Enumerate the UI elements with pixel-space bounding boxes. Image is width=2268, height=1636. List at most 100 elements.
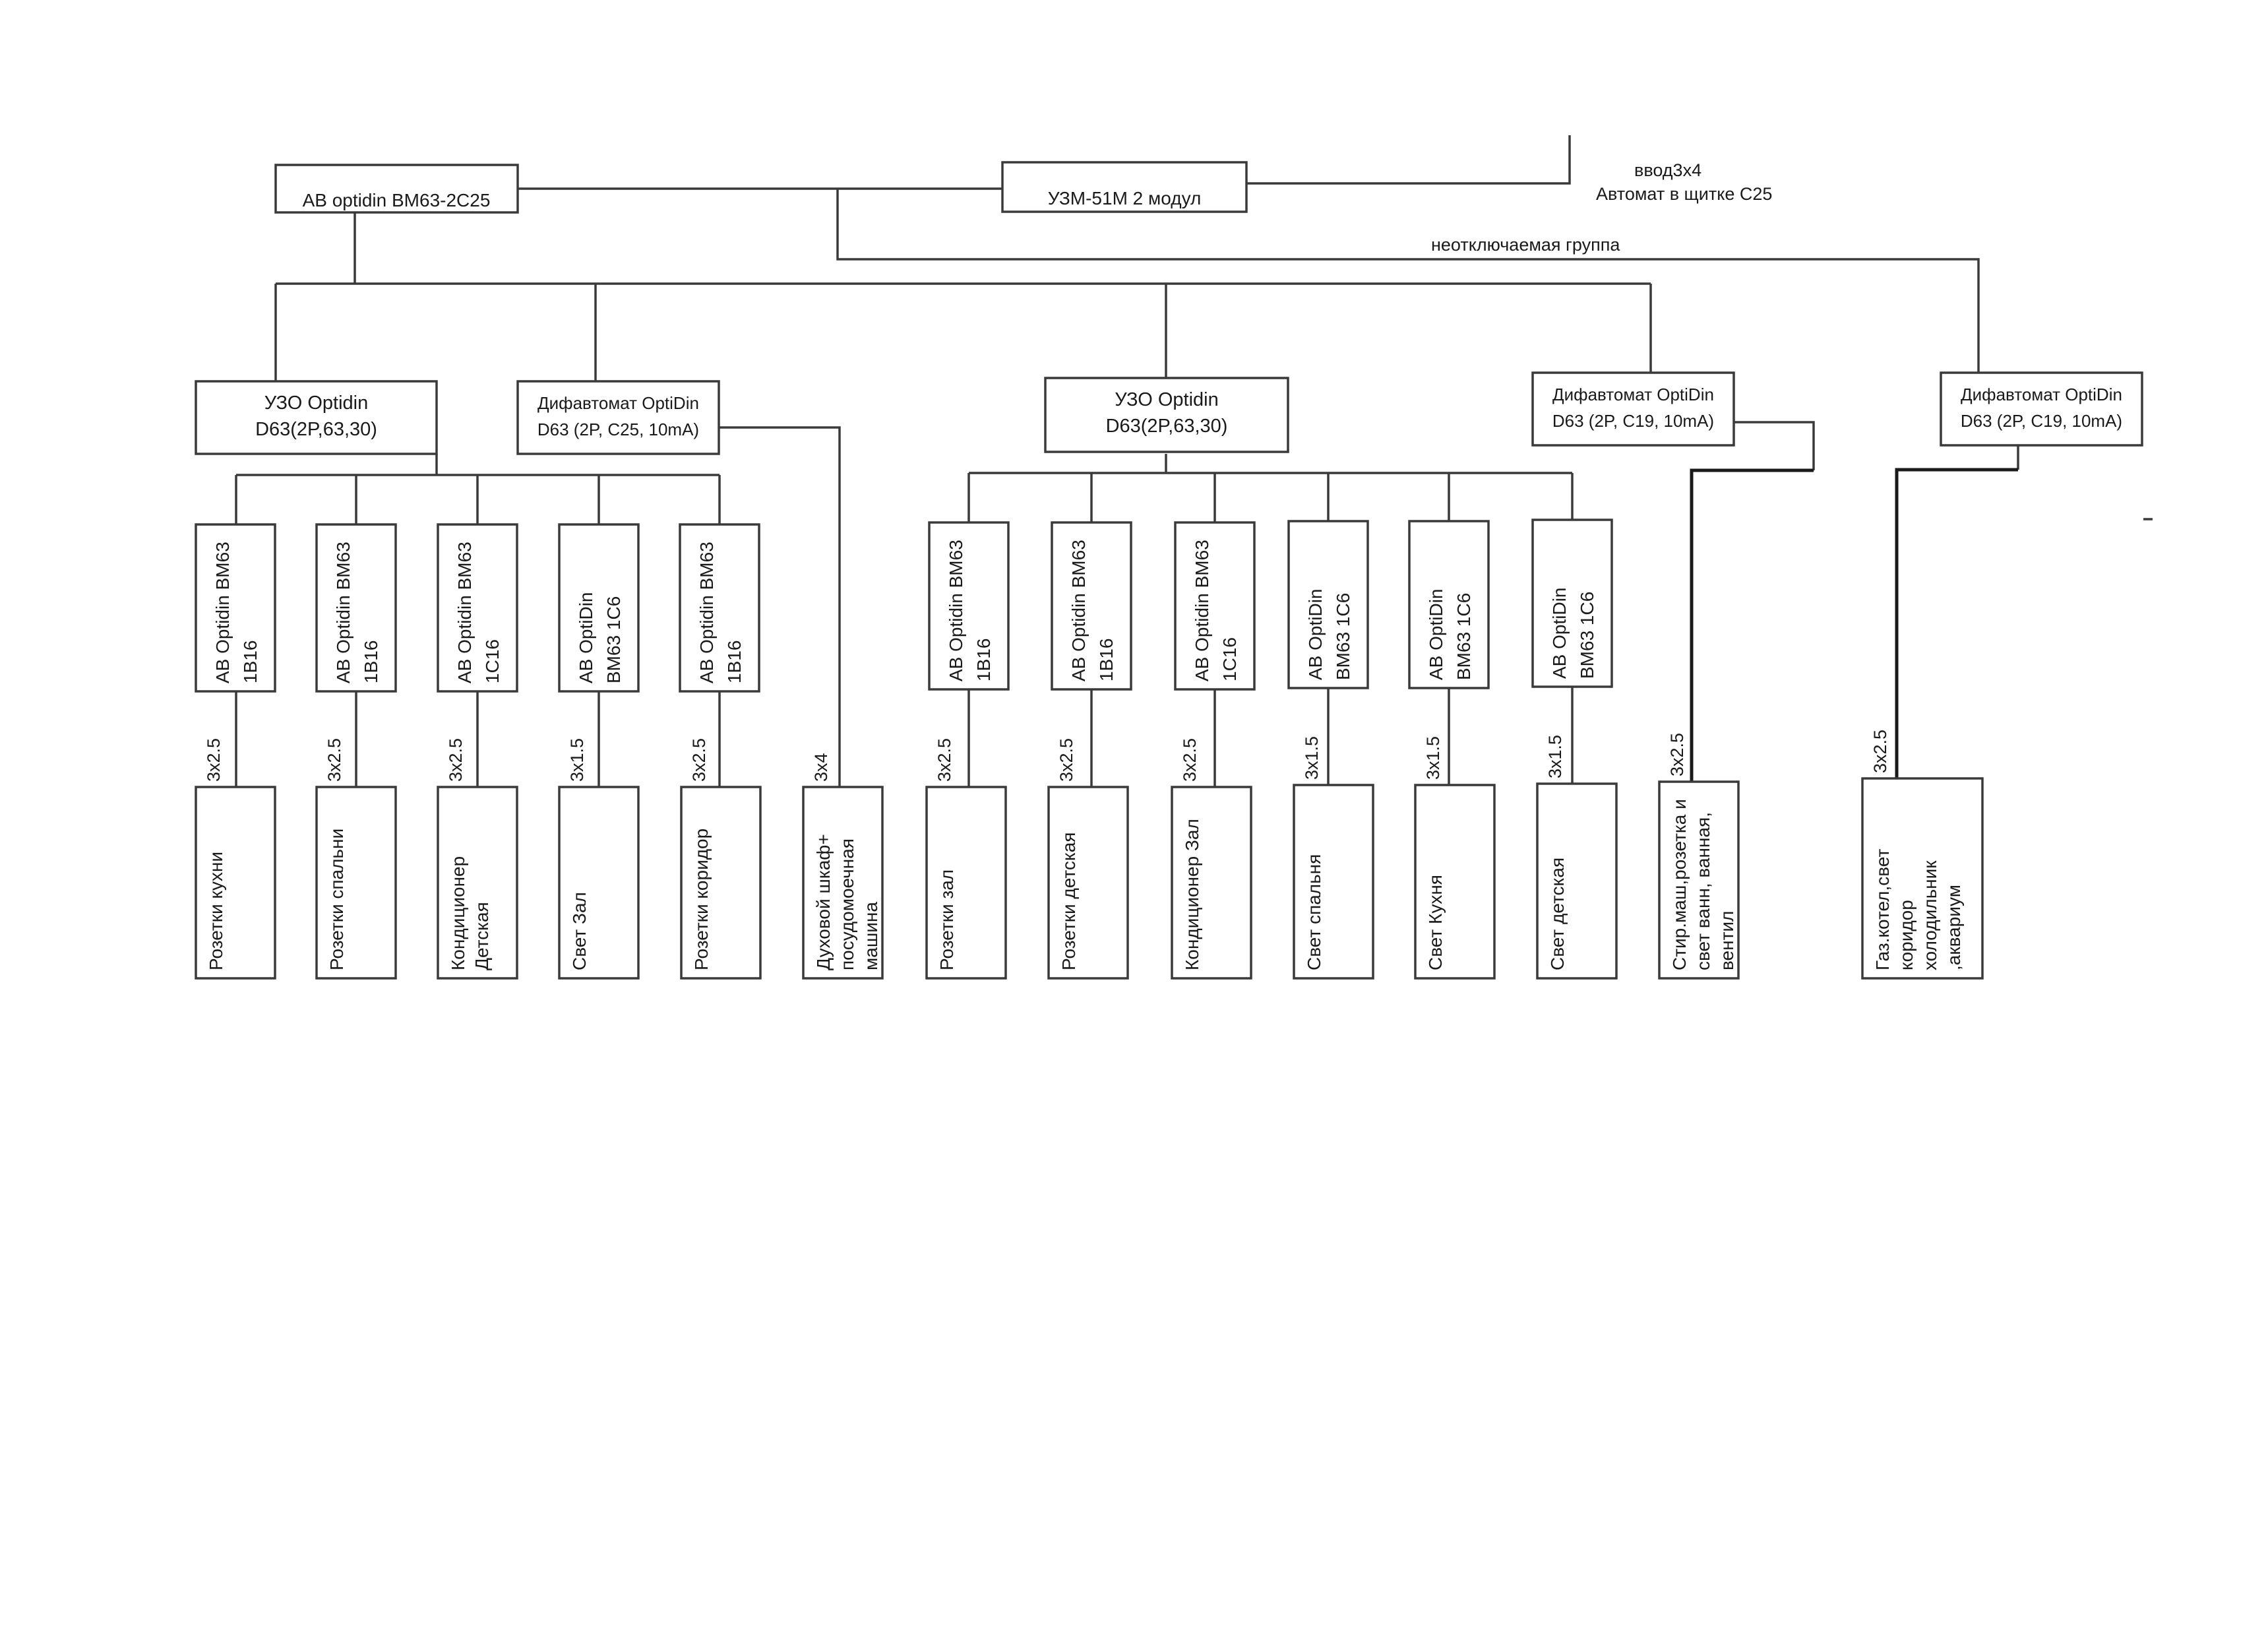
load-box [1047, 786, 1129, 980]
breaker-name: АВ Optidin ВМ63 [696, 542, 717, 683]
group-device-spec: D63(2P,63,30) [1106, 416, 1228, 437]
breaker-box [679, 523, 760, 693]
breaker-name: АВ OptiDin [576, 592, 596, 684]
cable-label: 3х1.5 [1302, 736, 1322, 780]
load-label: машина [861, 902, 881, 970]
cable-label: 3х2.5 [935, 738, 954, 782]
main-breaker-box [274, 164, 519, 214]
uzm-label: УЗМ-51М 2 модул [1048, 188, 1202, 208]
supply-info: ввод3х4 Автомат в щитке С25 [1596, 160, 1772, 204]
load-box [1293, 784, 1374, 980]
load-label: посудомоечная [837, 838, 857, 970]
breaker-load-drops [235, 686, 1574, 787]
load-box [1536, 782, 1618, 980]
breaker-name: АВ Optidin ВМ63 [1068, 540, 1089, 681]
load-label: Стир.маш,розетка и [1669, 799, 1690, 970]
cable-label: 3х2.5 [1667, 733, 1687, 776]
breaker-rating: ВМ63 1С6 [1454, 593, 1474, 680]
breaker-box [195, 523, 276, 693]
cable-label: 3х2.5 [1180, 738, 1200, 782]
dif3-feed-wire-bold [1895, 468, 2018, 778]
load-box [315, 786, 397, 980]
group-device-name: УЗО Optidin [264, 393, 368, 414]
load-label: Свет детская [1547, 858, 1568, 970]
breaker-name: АВ Optidin ВМ63 [212, 542, 233, 683]
load-box [558, 786, 640, 980]
breaker-box [437, 523, 518, 693]
non-switchable-wire [836, 189, 1980, 373]
breaker-rating: 1В16 [361, 641, 381, 683]
load-label: Свет спальня [1304, 854, 1324, 970]
breaker-name: АВ OptiDin [1549, 588, 1570, 679]
load-box [1658, 780, 1740, 980]
non-switchable-label: неотключаемая группа [1431, 235, 1620, 255]
load-box [680, 786, 762, 980]
distribution-bus [274, 211, 1652, 381]
load-label: Духовой шкаф+ [813, 834, 834, 970]
breaker-rating: 1В16 [724, 641, 745, 683]
group-device-name: Дифавтомат OptiDin [537, 393, 699, 413]
rcd2-bus [967, 454, 1574, 522]
supply-line-2: Автомат в щитке С25 [1596, 184, 1772, 204]
cable-label: 3х2.5 [324, 738, 344, 782]
breaker-name: АВ Optidin ВМ63 [1192, 540, 1212, 681]
load-label: Розетки кухни [206, 852, 226, 970]
breaker-rating: 1В16 [973, 639, 994, 681]
group-device-name: Дифавтомат OptiDin [1552, 385, 1714, 404]
load-label: вентил [1717, 911, 1737, 970]
breakers: АВ Optidin ВМ63 1В16 АВ Optidin ВМ63 1В16 АВ… [195, 519, 1613, 693]
breaker-box [1408, 520, 1490, 689]
breaker-name: АВ Optidin ВМ63 [333, 542, 353, 683]
cable-label: 3х2.5 [1057, 738, 1076, 782]
group-device-name: Дифавтомат OptiDin [1961, 385, 2122, 404]
breaker-rating: 1В16 [240, 641, 261, 683]
breaker-name: АВ OptiDin [1305, 589, 1326, 681]
breaker-box [1174, 521, 1256, 691]
group-device-spec: D63 (2P, C19, 10mA) [1552, 411, 1714, 431]
load-label: ,аквариум [1944, 885, 1964, 970]
load-box [195, 786, 276, 980]
cable-label: 3х1.5 [1545, 735, 1565, 778]
breaker-rating: ВМ63 1С6 [603, 596, 624, 683]
connection-wires [235, 135, 2153, 787]
breaker-rating: 1В16 [1096, 639, 1117, 681]
load-label: Розетки спальни [326, 829, 347, 970]
load-box [437, 786, 518, 980]
group-device-spec: D63 (2P, C25, 10mA) [537, 420, 699, 439]
breaker-box [1051, 521, 1132, 691]
breaker-box [1531, 519, 1613, 688]
rcd1-bus [235, 454, 721, 524]
cable-label: 3х2.5 [1870, 730, 1890, 773]
breaker-rating: ВМ63 1С6 [1333, 593, 1353, 680]
breaker-box [315, 523, 397, 693]
load-label: Газ.котел,свет [1872, 849, 1893, 970]
load-label: холодильник [1920, 860, 1940, 970]
load-label: Кондиционер [448, 856, 468, 970]
group-device-box [516, 380, 720, 455]
supply-line-1: ввод3х4 [1634, 160, 1701, 180]
dif2-feed-wire [1734, 421, 1815, 470]
load-label: Детская [472, 902, 492, 970]
load-label: Свет Зал [569, 892, 590, 970]
group-device-name: УЗО Optidin [1115, 389, 1218, 410]
main-breaker-label: АВ optidin ВМ63-2С25 [303, 190, 491, 210]
load-label: Розетки зал [936, 869, 957, 970]
uzm-box [1001, 161, 1248, 213]
group-device-spec: D63 (2P, C19, 10mA) [1961, 411, 2122, 431]
cable-label: 3х2.5 [689, 738, 709, 782]
breaker-name: АВ Optidin ВМ63 [454, 542, 475, 683]
load-label: свет ванн, ванная, [1693, 812, 1713, 970]
cable-label: 3х1.5 [1423, 736, 1443, 780]
group-device-box [1531, 371, 1735, 447]
load-box [1861, 777, 1984, 980]
cable-label: 3х2.5 [446, 738, 466, 782]
cable-label: 3х2.5 [204, 738, 224, 782]
breaker-name: АВ OptiDin [1426, 589, 1446, 681]
group-device-box [195, 380, 438, 455]
dif2-feed-wire-bold [1690, 468, 1814, 782]
dif1-feed-wire [719, 426, 841, 787]
load-label: Розетки коридор [691, 829, 712, 970]
breaker-box [928, 521, 1010, 691]
